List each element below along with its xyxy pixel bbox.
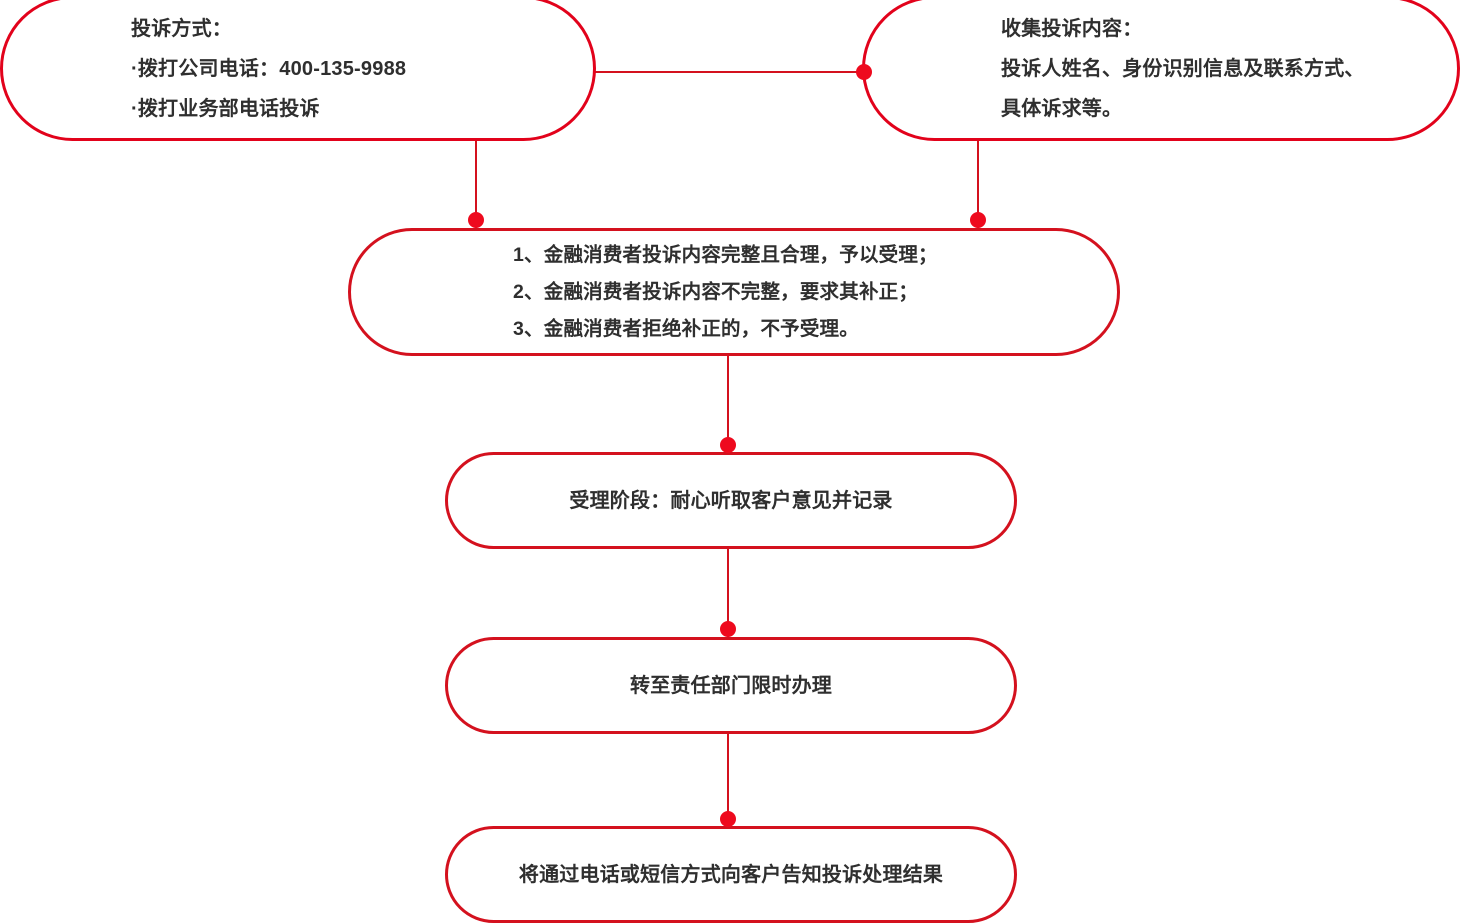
connector-methods-to-rules bbox=[475, 138, 477, 230]
node-notify-result[interactable]: 将通过电话或短信方式向客户告知投诉处理结果 bbox=[445, 826, 1017, 923]
junction-dot-listen-record bbox=[720, 437, 736, 453]
junction-dot-collect-content bbox=[856, 64, 872, 80]
junction-dot-notify-result bbox=[720, 811, 736, 827]
node-listen-record[interactable]: 受理阶段：耐心听取客户意见并记录 bbox=[445, 452, 1017, 549]
connector-transfer-to-notify bbox=[727, 732, 729, 828]
node-collect-content[interactable]: 收集投诉内容： 投诉人姓名、身份识别信息及联系方式、 具体诉求等。 bbox=[862, 0, 1460, 141]
node-acceptance-rules-line-1: 1、金融消费者投诉内容完整且合理，予以受理； bbox=[513, 243, 938, 266]
node-complaint-methods-line-1: 投诉方式： bbox=[131, 17, 232, 40]
connector-methods-to-collect bbox=[593, 71, 865, 73]
junction-dot-rules-left bbox=[468, 212, 484, 228]
connector-collect-to-rules bbox=[977, 138, 979, 230]
node-notify-result-label: 将通过电话或短信方式向客户告知投诉处理结果 bbox=[518, 863, 944, 886]
node-acceptance-rules[interactable]: 1、金融消费者投诉内容完整且合理，予以受理； 2、金融消费者投诉内容不完整，要求… bbox=[348, 228, 1120, 356]
node-acceptance-rules-line-2: 2、金融消费者投诉内容不完整，要求其补正； bbox=[513, 280, 919, 303]
node-complaint-methods[interactable]: 投诉方式： ·拨打公司电话：400-135-9988 ·拨打业务部电话投诉 bbox=[0, 0, 596, 141]
junction-dot-rules-right bbox=[970, 212, 986, 228]
node-collect-content-line-2: 投诉人姓名、身份识别信息及联系方式、 bbox=[1001, 57, 1365, 80]
node-transfer-dept[interactable]: 转至责任部门限时办理 bbox=[445, 637, 1017, 734]
junction-dot-transfer-dept bbox=[720, 621, 736, 637]
node-acceptance-rules-line-3: 3、金融消费者拒绝补正的，不予受理。 bbox=[513, 317, 859, 340]
node-listen-record-label: 受理阶段：耐心听取客户意见并记录 bbox=[569, 489, 893, 512]
node-complaint-methods-line-3: ·拨打业务部电话投诉 bbox=[131, 97, 320, 120]
node-collect-content-line-1: 收集投诉内容： bbox=[1001, 17, 1143, 40]
node-collect-content-line-3: 具体诉求等。 bbox=[1001, 97, 1123, 120]
connector-listen-to-transfer bbox=[727, 547, 729, 639]
node-transfer-dept-label: 转至责任部门限时办理 bbox=[630, 674, 832, 697]
node-complaint-methods-line-2: ·拨打公司电话：400-135-9988 bbox=[131, 57, 407, 80]
connector-rules-to-listen bbox=[727, 354, 729, 454]
